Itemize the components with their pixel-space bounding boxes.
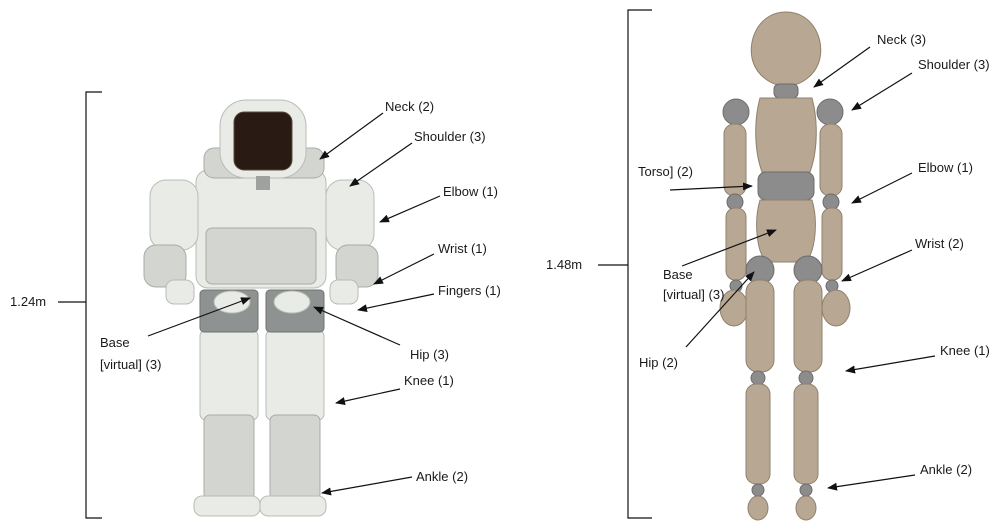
robot-figure [144,100,378,516]
mannequin-height-bracket [598,10,652,518]
robot-wrist-label: Wrist (1) [438,241,487,256]
mannequin-torso-label: Torso] (2) [638,164,693,179]
mannequin-hip-label: Hip (2) [639,355,678,370]
robot-height-bracket [58,92,102,518]
robot-elbow-label: Elbow (1) [443,184,498,199]
robot-shoulder-label: Shoulder (3) [414,129,486,144]
robot-base-label-line1: Base [100,335,130,350]
mannequin-elbow-label: Elbow (1) [918,160,973,175]
mannequin-height-label: 1.48m [546,257,582,272]
mannequin-shoulder-label: Shoulder (3) [918,57,990,72]
robot-fingers-label: Fingers (1) [438,283,501,298]
mannequin-knee-label: Knee (1) [940,343,990,358]
mannequin-base-label-line2: [virtual] (3) [663,287,724,302]
mannequin-ankle-label: Ankle (2) [920,462,972,477]
robot-hip-label: Hip (3) [410,347,449,362]
robot-base-label-line2: [virtual] (3) [100,357,161,372]
robot-knee-label: Knee (1) [404,373,454,388]
mannequin-figure [720,12,850,520]
robot-neck-label: Neck (2) [385,99,434,114]
mannequin-base-label-line1: Base [663,267,693,282]
mannequin-neck-label: Neck (3) [877,32,926,47]
mannequin-wrist-label: Wrist (2) [915,236,964,251]
robot-height-label: 1.24m [10,294,46,309]
robot-ankle-label: Ankle (2) [416,469,468,484]
